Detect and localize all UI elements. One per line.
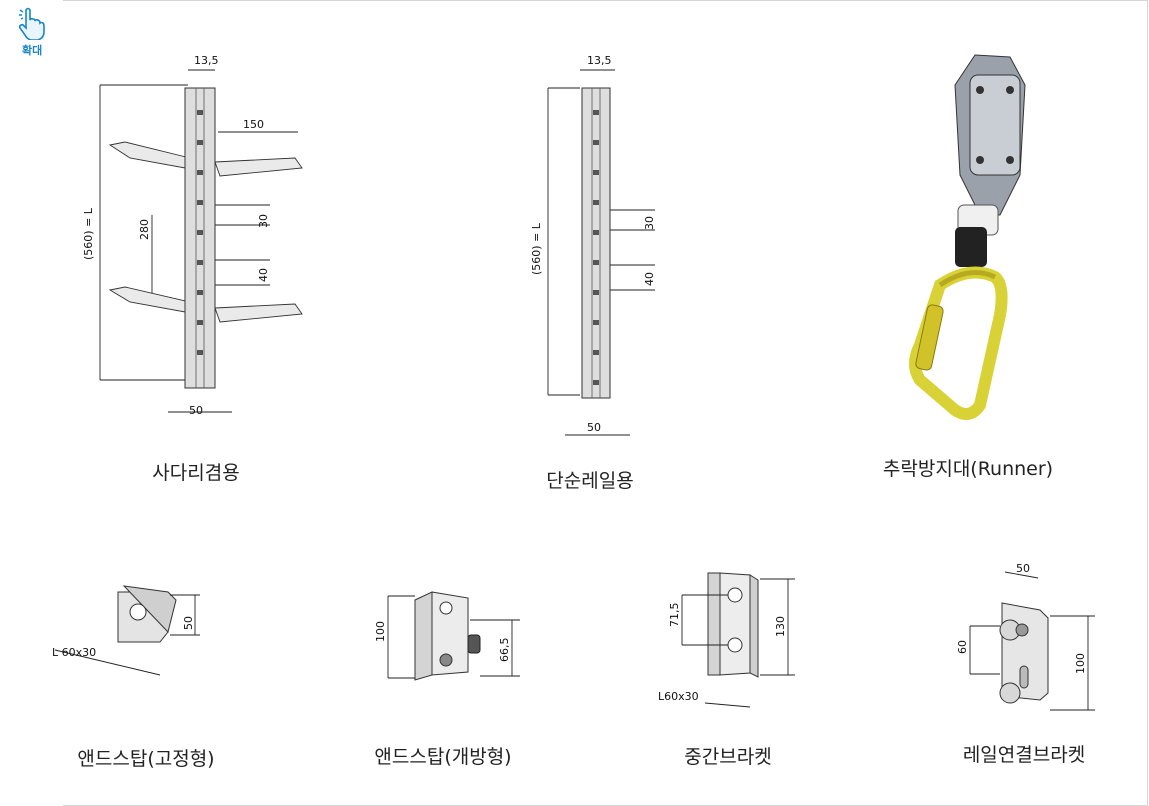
endstop-open-drawing: 100 66,5 xyxy=(374,591,520,681)
caption-runner: 추락방지대(Runner) xyxy=(882,458,1054,480)
ladder-rail-drawing: 13,5 (560) = L 150 280 30 40 50 xyxy=(82,54,303,417)
dim-label-spacing: 280 xyxy=(138,219,151,240)
zoom-label: 확대 xyxy=(22,44,43,57)
middle-bracket-drawing: 71,5 130 L60x30 xyxy=(658,572,795,708)
dim-label-angle: L60x30 xyxy=(658,690,699,703)
zoom-button[interactable]: 확대 xyxy=(14,6,54,57)
hand-pointer-icon xyxy=(18,7,45,41)
product-endstop-open: 100 66,5 xyxy=(370,580,530,704)
dim-label-40: 40 xyxy=(643,272,656,286)
dim-label-bottom: 50 xyxy=(587,421,601,434)
product-simple-rail: 13,5 (560) = L 30 40 50 xyxy=(510,50,710,444)
product-endstop-fixed: 50 L 60x30 xyxy=(50,580,220,694)
dim-label-665: 66,5 xyxy=(498,638,511,663)
dim-label-30: 30 xyxy=(643,216,656,230)
dim-label-130: 130 xyxy=(774,616,787,637)
dim-label-715: 71,5 xyxy=(668,603,681,628)
dim-label-60: 60 xyxy=(956,640,969,654)
dim-label-50: 50 xyxy=(1016,562,1030,575)
caption-middle-bracket: 중간브라켓 xyxy=(684,746,772,768)
product-ladder-rail: 13,5 (560) = L 150 280 30 40 50 xyxy=(70,50,330,434)
caption-ladder-rail: 사다리겸용 xyxy=(152,462,240,484)
caption-rail-connection-bracket: 레일연결브라켓 xyxy=(962,744,1086,766)
dim-label-100: 100 xyxy=(374,621,387,642)
dim-label-angle: L 60x30 xyxy=(52,646,96,659)
rail-connection-drawing: 50 60 100 xyxy=(956,562,1095,711)
dim-label-bottom: 50 xyxy=(189,404,203,417)
dim-label-50: 50 xyxy=(182,616,195,630)
dim-label-top: 13,5 xyxy=(587,54,612,67)
simple-rail-drawing: 13,5 (560) = L 30 40 50 xyxy=(530,54,656,436)
caption-endstop-fixed: 앤드스탑(고정형) xyxy=(77,748,215,770)
caption-endstop-open: 앤드스탑(개방형) xyxy=(374,746,512,768)
dim-label-top: 13,5 xyxy=(194,54,219,67)
dim-label-30: 30 xyxy=(257,214,270,228)
dim-label-40: 40 xyxy=(257,268,270,282)
caption-simple-rail: 단순레일용 xyxy=(546,470,634,492)
dim-label-height: (560) = L xyxy=(82,207,95,260)
product-middle-bracket: 71,5 130 L60x30 xyxy=(650,565,810,719)
runner-drawing xyxy=(909,54,1026,420)
product-runner xyxy=(900,45,1060,429)
dim-label-100: 100 xyxy=(1074,653,1087,674)
product-rail-connection-bracket: 50 60 100 xyxy=(940,558,1100,722)
dim-label-width: 150 xyxy=(243,118,264,131)
endstop-fixed-drawing: 50 L 60x30 xyxy=(52,585,200,676)
dim-label-height: (560) = L xyxy=(530,222,543,275)
